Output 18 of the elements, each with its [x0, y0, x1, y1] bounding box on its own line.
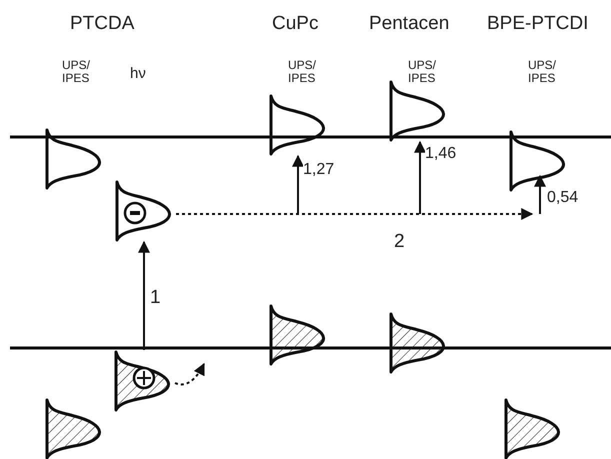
arrow — [138, 240, 150, 350]
material-name: CuPc — [272, 14, 318, 34]
method-label: UPS/ IPES — [408, 59, 438, 84]
method-label: UPS/ IPES — [288, 59, 318, 84]
photon-label: hν — [130, 66, 146, 82]
edge-label: 1,46 — [425, 146, 456, 163]
material-name: PTCDA — [70, 14, 134, 34]
edge-label: 1,27 — [303, 162, 334, 179]
method-label: UPS/ IPES — [62, 59, 92, 84]
edge-label: 0,54 — [547, 190, 578, 207]
material-name: BPE-PTCDI — [487, 14, 588, 34]
dashed-arrow — [176, 208, 534, 220]
arrow — [292, 154, 304, 214]
arrow — [534, 174, 546, 214]
material-name: Pentacen — [369, 14, 450, 34]
arrow — [414, 140, 426, 214]
method-label: UPS/ IPES — [528, 59, 558, 84]
dashed-arrow — [174, 362, 205, 386]
